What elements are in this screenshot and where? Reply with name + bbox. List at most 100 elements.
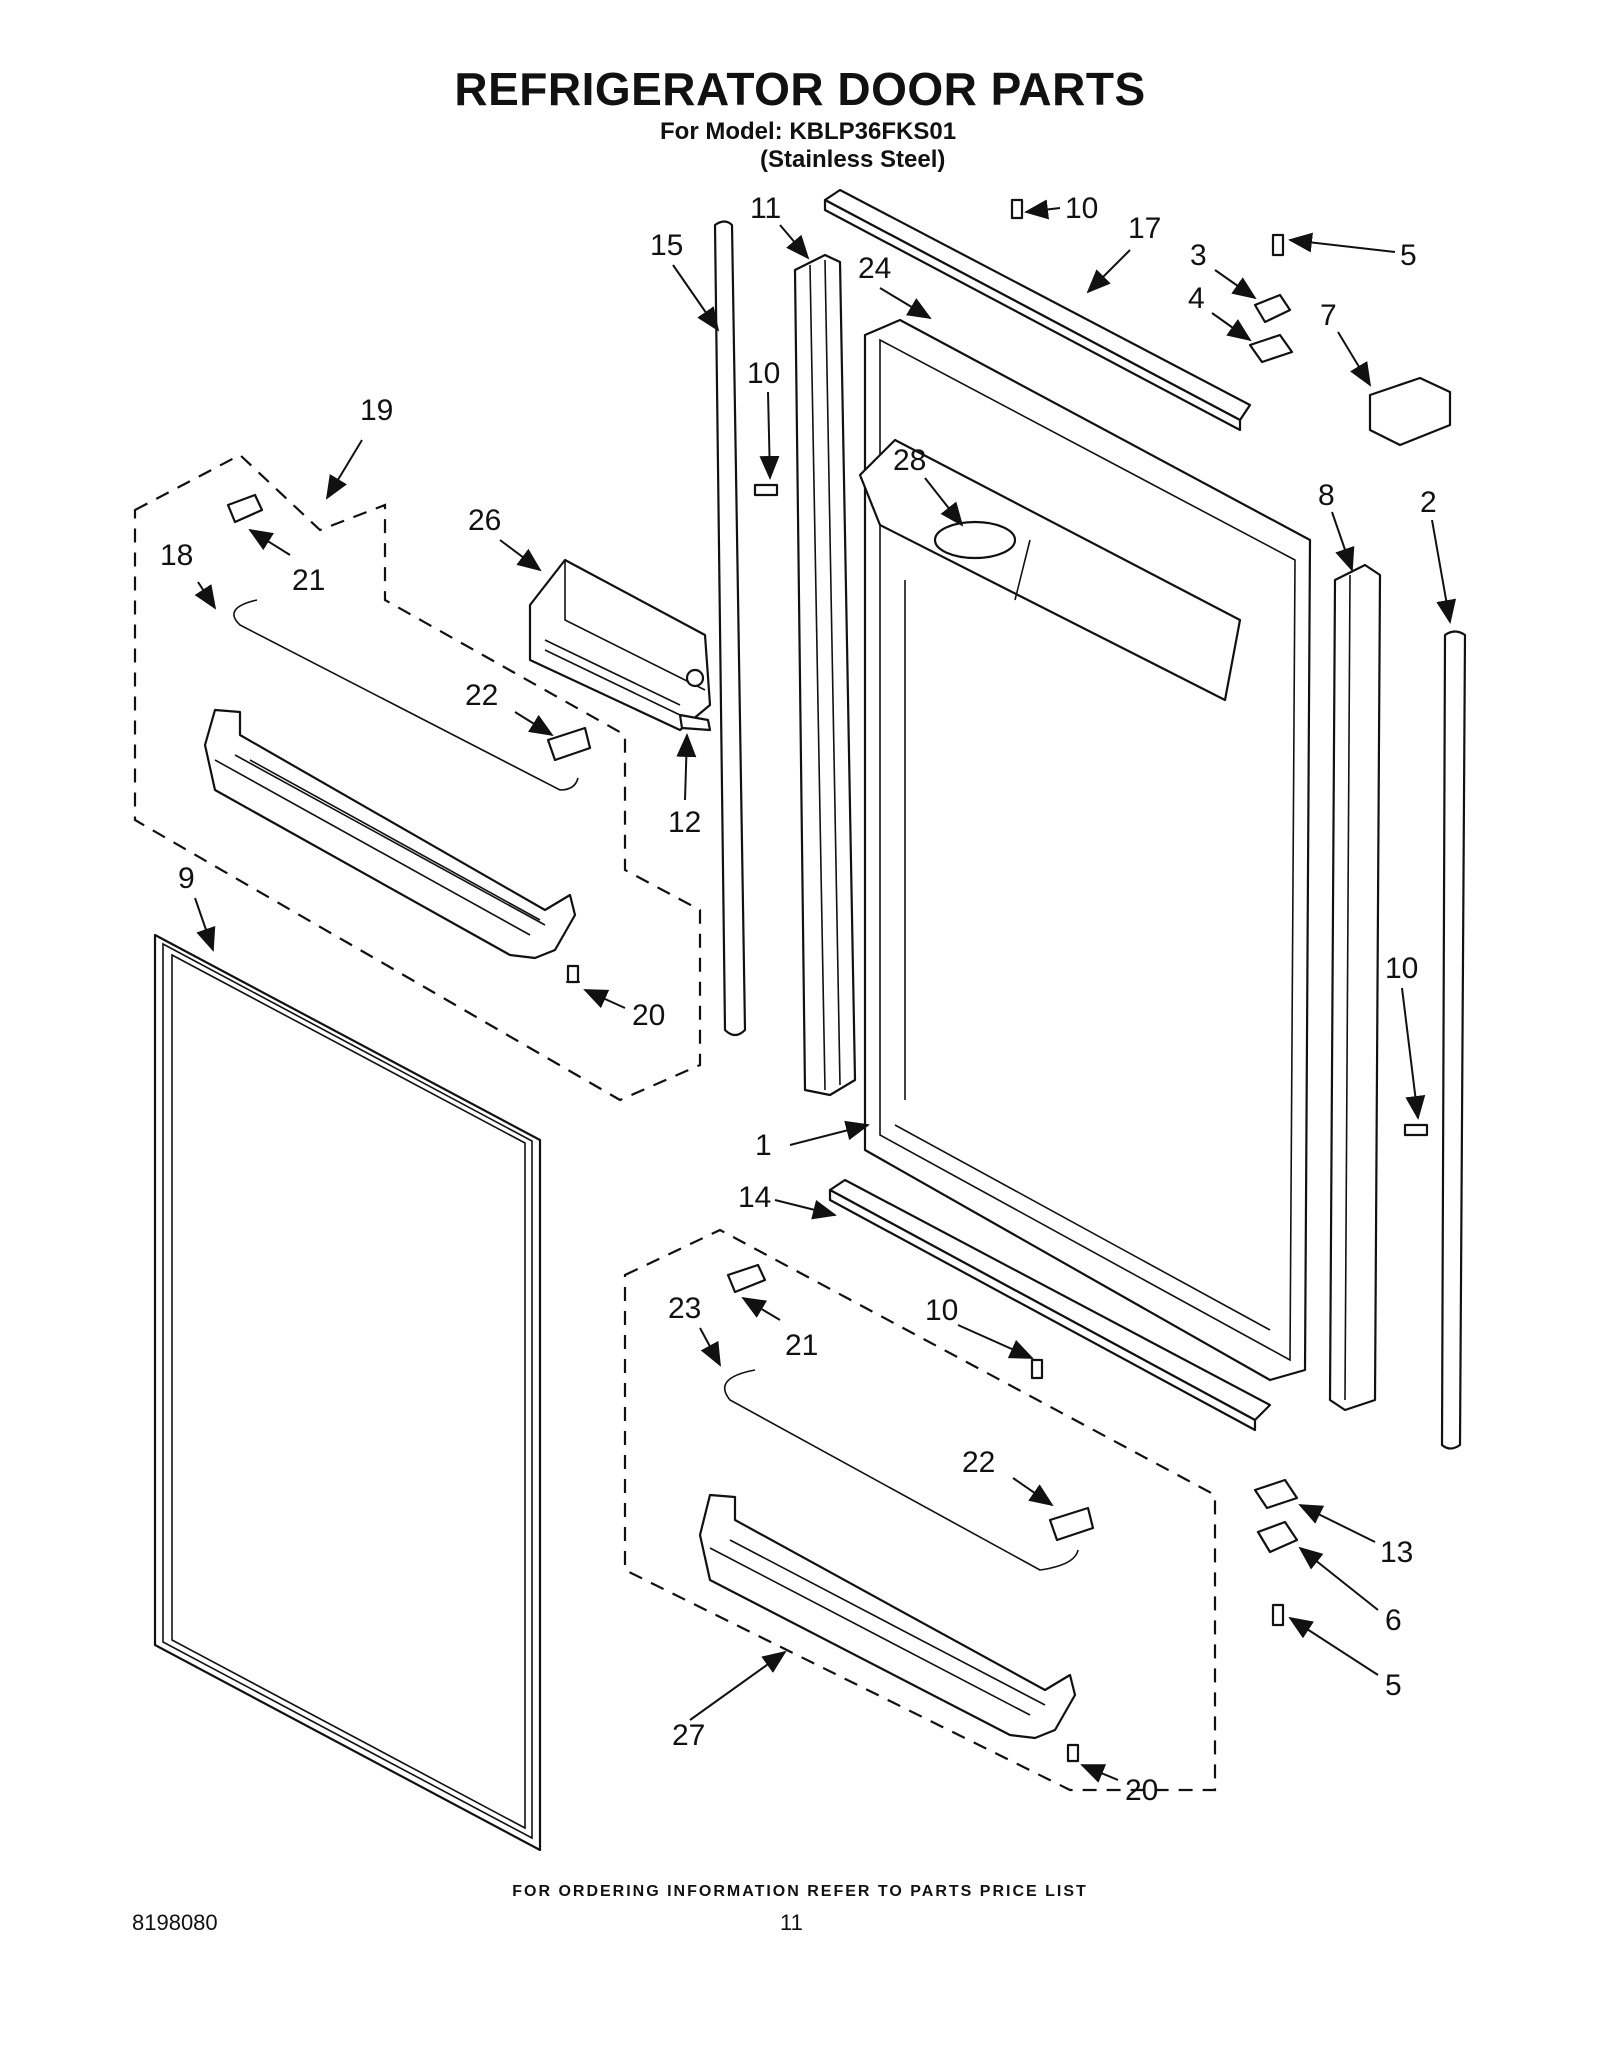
callout-27: 27 [672, 1650, 787, 1752]
svg-text:2: 2 [1420, 486, 1437, 519]
lower-door-bin-assembly-outline [623, 1228, 1217, 1792]
screw-5-top [1271, 233, 1285, 257]
svg-text:23: 23 [668, 1292, 701, 1325]
hinge-bracket-4 [1248, 333, 1294, 364]
callout-1: 1 [755, 1120, 870, 1162]
callout-23: 23 [668, 1292, 721, 1367]
svg-text:6: 6 [1385, 1604, 1402, 1637]
svg-text:9: 9 [178, 862, 195, 895]
callout-26: 26 [468, 504, 542, 572]
svg-text:11: 11 [750, 192, 781, 225]
svg-text:10: 10 [1065, 192, 1098, 225]
door-trim-channel-11 [793, 253, 857, 1097]
bottom-trim-14 [828, 1178, 1272, 1432]
end-cap-22-lower [1048, 1506, 1095, 1542]
svg-text:18: 18 [160, 539, 193, 572]
svg-text:13: 13 [1380, 1536, 1413, 1569]
screw-10-left [753, 483, 779, 497]
screw-20-upper [566, 964, 580, 984]
door-trim-2 [1440, 630, 1467, 1450]
svg-text:5: 5 [1385, 1669, 1402, 1702]
callout-10-left: 10 [747, 357, 780, 480]
callout-10-bottom: 10 [925, 1294, 1034, 1359]
callout-21-upper: 21 [248, 528, 325, 597]
callout-24: 24 [858, 252, 932, 320]
svg-text:19: 19 [360, 394, 393, 427]
svg-text:22: 22 [962, 1446, 995, 1479]
svg-text:21: 21 [785, 1329, 818, 1362]
finish-line: (Stainless Steel) [760, 146, 946, 173]
svg-text:8: 8 [1318, 479, 1335, 512]
callout-10-top: 10 [1024, 192, 1098, 225]
callout-22-lower: 22 [962, 1446, 1054, 1507]
svg-text:12: 12 [668, 806, 701, 839]
callout-9: 9 [178, 862, 216, 952]
svg-text:4: 4 [1188, 282, 1205, 315]
dairy-door-hinge [678, 713, 712, 732]
dairy-door [528, 558, 712, 732]
svg-text:3: 3 [1190, 239, 1207, 272]
callout-18: 18 [160, 539, 217, 610]
callout-10-right: 10 [1385, 952, 1426, 1120]
callout-6: 6 [1298, 1546, 1402, 1637]
end-cap-22-upper [546, 726, 592, 762]
door-trim-15 [713, 220, 747, 1037]
callout-4: 4 [1188, 282, 1252, 342]
document-number: 8198080 [132, 1910, 218, 1935]
callout-3: 3 [1190, 239, 1257, 300]
svg-text:1: 1 [755, 1129, 772, 1162]
callout-13: 13 [1298, 1504, 1413, 1569]
screw-10-bottom [1030, 1358, 1044, 1380]
ordering-note: FOR ORDERING INFORMATION REFER TO PARTS … [512, 1883, 1088, 1900]
door-trim-channel-8 [1328, 563, 1382, 1412]
callout-12: 12 [668, 733, 701, 839]
end-cap-21-lower [726, 1263, 767, 1294]
svg-text:20: 20 [1125, 1774, 1158, 1807]
door-liner [858, 318, 1312, 1382]
hinge-cover-7 [1368, 376, 1452, 447]
callout-17: 17 [1086, 212, 1161, 294]
end-cap-upper-left [226, 493, 264, 524]
svg-text:10: 10 [925, 1294, 958, 1327]
callout-22-upper: 22 [465, 679, 554, 737]
top-trim-17 [823, 188, 1252, 432]
hinge-bracket-13 [1253, 1478, 1299, 1510]
door-gasket [153, 933, 542, 1852]
callout-21-lower: 21 [741, 1296, 818, 1362]
lower-door-bin [698, 1493, 1077, 1740]
svg-text:24: 24 [858, 252, 891, 285]
callout-20-upper: 20 [583, 989, 665, 1032]
callout-5-top: 5 [1288, 232, 1417, 272]
upper-door-bin [203, 708, 577, 960]
lower-shelf-retainer-wire [724, 1369, 1079, 1571]
screw-5-bottom [1271, 1603, 1285, 1627]
callout-7: 7 [1320, 299, 1372, 387]
page-number: 11 [780, 1910, 803, 1935]
page-title: REFRIGERATOR DOOR PARTS [454, 63, 1146, 115]
callout-19: 19 [325, 394, 393, 500]
svg-text:10: 10 [1385, 952, 1418, 985]
svg-text:15: 15 [650, 229, 683, 262]
svg-text:5: 5 [1400, 239, 1417, 272]
callout-28: 28 [893, 444, 964, 527]
svg-text:17: 17 [1128, 212, 1161, 245]
dairy-bin-cover [933, 520, 1017, 560]
screw-10-right [1403, 1123, 1429, 1137]
svg-text:26: 26 [468, 504, 501, 537]
callout-2: 2 [1420, 486, 1457, 624]
svg-text:27: 27 [672, 1719, 705, 1752]
callout-11: 11 [750, 192, 810, 260]
svg-text:10: 10 [747, 357, 780, 390]
callout-20-lower: 20 [1080, 1764, 1158, 1807]
svg-text:7: 7 [1320, 299, 1337, 332]
svg-text:28: 28 [893, 444, 926, 477]
hinge-6 [1256, 1520, 1299, 1554]
callout-8: 8 [1318, 479, 1355, 572]
callout-15: 15 [650, 229, 720, 332]
screw-20-lower [1066, 1743, 1080, 1763]
svg-text:21: 21 [292, 564, 325, 597]
screw-10-top [1010, 198, 1024, 220]
hinge-top-3 [1253, 293, 1292, 324]
callout-5-bottom: 5 [1288, 1616, 1402, 1702]
